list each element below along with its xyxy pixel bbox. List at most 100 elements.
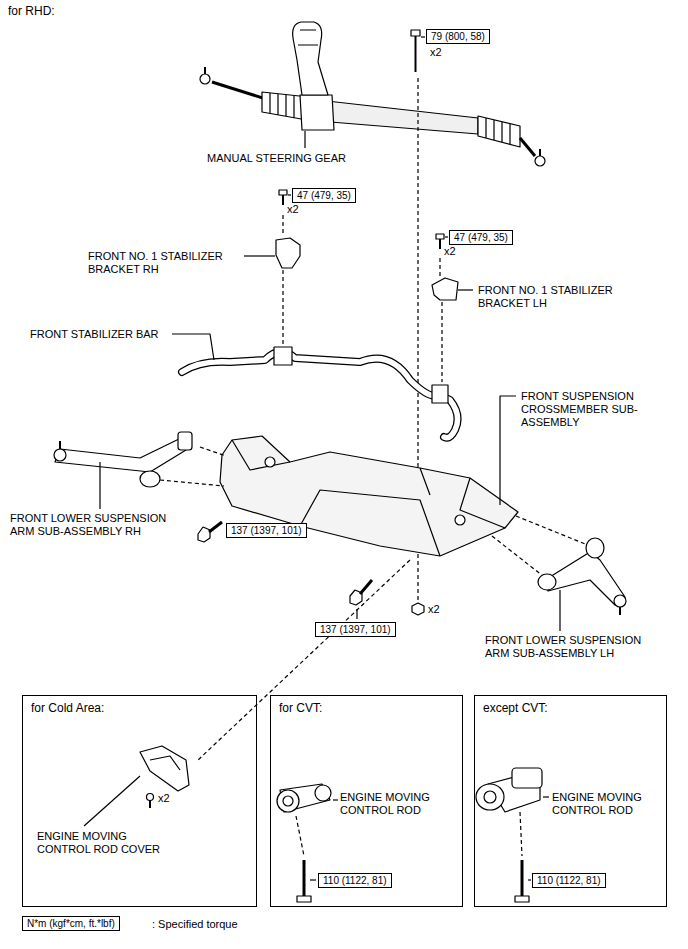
lower-arm [55,438,186,472]
stabilizer-bar [182,347,458,438]
part-name: MANUAL STEERING GEAR [207,152,346,165]
stabilizer-bracket [276,190,458,382]
lower-arm [140,471,160,487]
rod-cover [140,746,189,791]
node-text: 47 (479, 35) [297,189,351,202]
quantity-label: x2 [444,245,456,258]
node-text: 47 (479, 35) [454,231,508,244]
crossmember [160,480,224,486]
part-name: FRONT NO. 1 STABILIZER BRACKET LH [478,284,638,310]
lower-arm [545,552,625,605]
torque-box: N*m (kgf*cm, ft.*lbf) [22,916,120,931]
node-text: 79 (800, 58) [431,30,485,43]
leader-line [172,334,214,360]
crossmember [220,436,518,556]
control-rod [277,790,299,812]
torque-box: 110 (1122, 81) [318,873,392,888]
stabilizer-bracket [282,195,284,205]
node-text: N*m (kgf*cm, ft.*lbf) [27,917,115,930]
variant-frame: for Cold Area: [22,695,257,907]
part-name: FRONT LOWER SUSPENSION ARM SUB-ASSEMBLY … [10,512,185,538]
lower-arm [59,441,61,449]
torque-box: 137 (1397, 101) [315,622,396,637]
stabilizer-bracket [432,278,458,300]
control-rod [283,796,293,806]
control-rod [297,896,311,902]
steering-gear [535,156,545,166]
control-rod [303,860,306,896]
steering-gear [318,100,478,134]
steering-gear [298,30,318,45]
gear-bolt [411,30,420,36]
part-name: FRONT LOWER SUSPENSION ARM SUB-ASSEMBLY … [485,634,660,660]
stabilizer-bar [182,352,458,438]
stabilizer-bracket [282,215,283,236]
stabilizer-bracket [288,194,291,195]
steering-gear [300,95,334,130]
steering-gear [478,116,520,147]
control-rod [315,785,331,801]
quantity-label: x2 [158,792,170,805]
lower-arm [538,574,556,590]
crossmember-bolt [209,522,222,532]
quantity-label: x2 [287,203,299,216]
rod-cover [150,756,180,770]
crossmember [198,560,410,760]
crossmember-bolt [198,522,372,619]
part-name: FRONT SUSPENSION CROSSMEMBER SUB-ASSEMBL… [521,390,651,429]
lower-arm [586,538,604,558]
leader-line [458,289,473,290]
crossmember-bolt [356,609,357,619]
lower-arm [614,595,626,607]
rod-cover [149,800,151,808]
node-text: 110 (1122, 81) [323,874,387,887]
stabilizer-bar [274,347,292,365]
leader-line [559,590,560,631]
lower-arm [619,607,621,615]
stabilizer-bracket [436,234,444,239]
leader-line [244,255,275,256]
stabilizer-bar [432,385,448,403]
stabilizer-bracket [276,238,300,268]
control-rod [520,812,522,856]
lower-arm [178,432,192,450]
node-text: 110 (1122, 81) [537,874,601,887]
crossmember [492,536,543,576]
torque-box: 47 (479, 35) [292,188,356,203]
node-text: for CVT: [279,701,454,715]
stabilizer-bracket [282,270,283,345]
rod-cover [84,776,140,826]
steering-gear [520,138,535,156]
stabilizer-bracket [279,190,287,195]
crossmember [455,515,465,525]
torque-box: 137 (1397, 101) [226,523,307,538]
leader-line [304,131,305,148]
crossmember-bolt [198,527,210,542]
part-name: FRONT STABILIZER BAR [30,328,159,341]
control-rod [310,879,316,880]
steering-gear [204,67,206,74]
stabilizer-bar [182,352,458,438]
control-rod [484,791,496,803]
control-rod [476,784,504,810]
quantity-label: x2 [428,603,440,616]
torque-box: 47 (479, 35) [449,230,513,245]
leader-line [500,396,516,505]
control-rod [512,768,542,788]
rod-cover [84,746,189,826]
part-name: ENGINE MOVING CONTROL ROD [340,791,452,817]
node-text: 137 (1397, 101) [231,524,302,537]
lower-arm [54,449,66,461]
node-text: except CVT: [483,701,658,715]
crossmember [232,440,505,556]
gear-bolt [412,603,424,615]
crossmember [516,516,590,546]
torque-box: 79 (800, 58) [426,29,490,44]
steering-gear [539,149,541,156]
node-text: 137 (1397, 101) [320,623,391,636]
control-rod [296,816,304,856]
stabilizer-bracket [441,302,442,382]
gear-bolt [415,36,417,72]
part-name: FRONT NO. 1 STABILIZER BRACKET RH [88,250,248,276]
control-rod [528,879,531,880]
